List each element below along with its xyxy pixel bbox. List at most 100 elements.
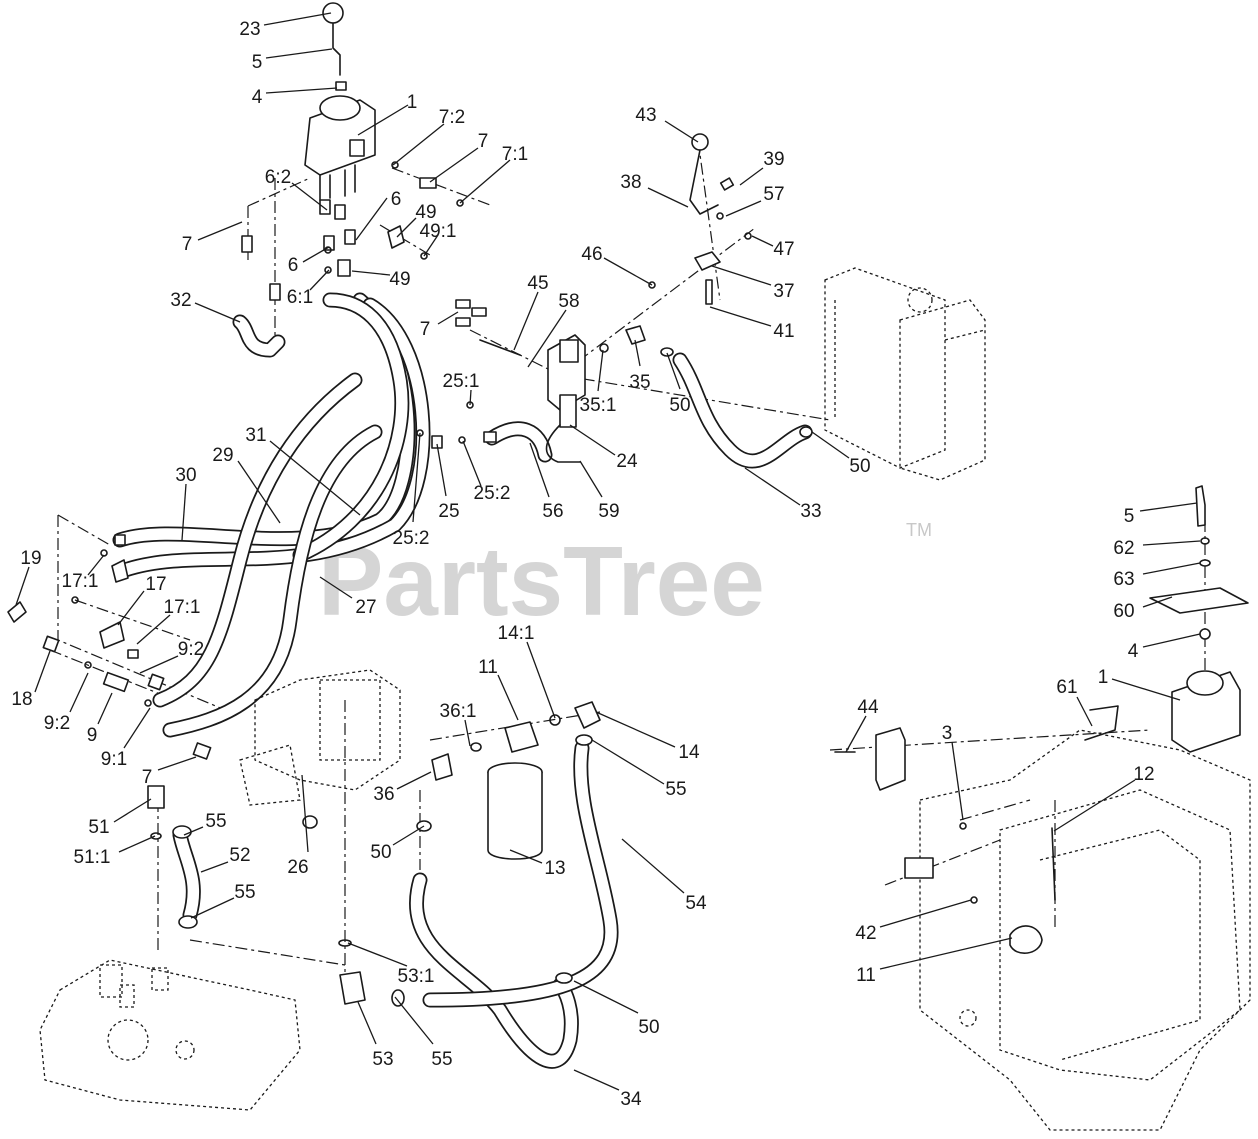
leader-line (1111, 678, 1181, 701)
leader-line (595, 711, 676, 748)
leader-line (845, 715, 867, 753)
part-callout: 9 (87, 725, 98, 746)
part-callout: 18 (11, 689, 32, 710)
control-valve-assembly (304, 2, 376, 201)
auxiliary-valve (416, 133, 813, 463)
leader-line (1076, 696, 1093, 727)
part-callout: 6 (391, 189, 402, 210)
leader-line (263, 12, 332, 26)
part-callout: 58 (558, 291, 579, 312)
part-callout: 32 (170, 290, 191, 311)
part-callout: 11 (478, 657, 498, 678)
leader-line (15, 566, 30, 606)
radiator (824, 267, 986, 481)
part-callout: 38 (620, 172, 641, 193)
watermark-trademark: TM (906, 520, 932, 540)
leader-line (181, 483, 187, 541)
leader-line (136, 614, 171, 645)
part-callout: 35 (629, 372, 650, 393)
leader-line (744, 467, 801, 506)
leader-line (357, 104, 409, 136)
part-callout: 33 (800, 501, 821, 522)
part-callout: 17:1 (62, 571, 99, 592)
leader-line (1053, 779, 1136, 832)
hydraulic-tank (39, 785, 366, 1111)
leader-line (394, 996, 434, 1045)
part-callout: 13 (544, 858, 565, 879)
leader-line (1142, 540, 1201, 546)
leader-line (529, 442, 550, 498)
leader-line (200, 861, 229, 873)
part-callout: 17 (145, 574, 166, 595)
leader-line (497, 674, 519, 721)
leader-line (301, 774, 309, 853)
part-callout: 29 (212, 445, 233, 466)
part-callout: 9:2 (44, 713, 70, 734)
hose-56 (484, 421, 553, 463)
part-callout: 39 (763, 149, 784, 170)
part-callout: 46 (581, 244, 602, 265)
part-callout: 7:2 (439, 107, 465, 128)
leader-line (725, 200, 762, 217)
leader-line (423, 234, 439, 257)
part-callout: 51 (88, 817, 109, 838)
leader-line (118, 835, 156, 853)
leader-line (739, 167, 764, 186)
hose-27 (152, 372, 383, 738)
watermark: PartsTree TM (318, 520, 932, 636)
leader-line (197, 221, 243, 241)
leader-line (666, 352, 681, 390)
leader-line (711, 265, 772, 286)
leader-line (237, 460, 281, 524)
leader-line (879, 937, 1013, 970)
leader-line (509, 849, 543, 864)
part-callout: 6 (288, 255, 299, 276)
part-callout: 1 (1098, 667, 1109, 688)
part-callout: 7 (142, 767, 153, 788)
leader-line (459, 159, 511, 204)
part-callout: 53:1 (398, 966, 435, 987)
leader-line (437, 311, 459, 325)
part-callout: 55 (205, 811, 226, 832)
part-callout: 5 (1124, 506, 1135, 527)
leader-line (569, 424, 616, 456)
leader-line (396, 771, 432, 790)
part-callout: 47 (773, 239, 794, 260)
part-callout: 41 (773, 321, 794, 342)
part-callout: 25 (438, 501, 459, 522)
part-callout: 4 (252, 87, 263, 108)
hose-32 (232, 314, 286, 358)
hydraulic-pump (239, 669, 401, 829)
part-callout: 34 (620, 1089, 642, 1110)
leader-line (265, 87, 338, 94)
part-callout: 50 (370, 842, 391, 863)
part-callout: 36 (373, 784, 394, 805)
leader-line (603, 257, 653, 286)
hoses (112, 292, 813, 1069)
part-callout: 49 (415, 202, 436, 223)
part-callout: 3 (942, 723, 953, 744)
part-callout: 55 (234, 882, 255, 903)
part-callout: 62 (1113, 538, 1134, 559)
part-callout: 50 (638, 1017, 659, 1038)
leader-line (526, 641, 556, 719)
leader-line (347, 942, 408, 967)
part-callout: 6:1 (287, 287, 313, 308)
part-callout: 50 (669, 395, 690, 416)
part-callout: 49:1 (420, 221, 457, 242)
hose-52 (172, 827, 201, 923)
leader-line (117, 590, 145, 626)
leader-line (879, 899, 972, 928)
part-callout: 61 (1056, 677, 1077, 698)
part-callout: 50 (849, 456, 870, 477)
part-callout: 7 (478, 131, 489, 152)
filter-assembly (391, 701, 601, 1007)
leader-line (469, 389, 472, 406)
leader-line (190, 897, 235, 919)
part-callout: 4 (1128, 641, 1139, 662)
leader-line (709, 306, 772, 327)
hose-34-54 (409, 740, 619, 1069)
part-callout: 52 (229, 845, 250, 866)
